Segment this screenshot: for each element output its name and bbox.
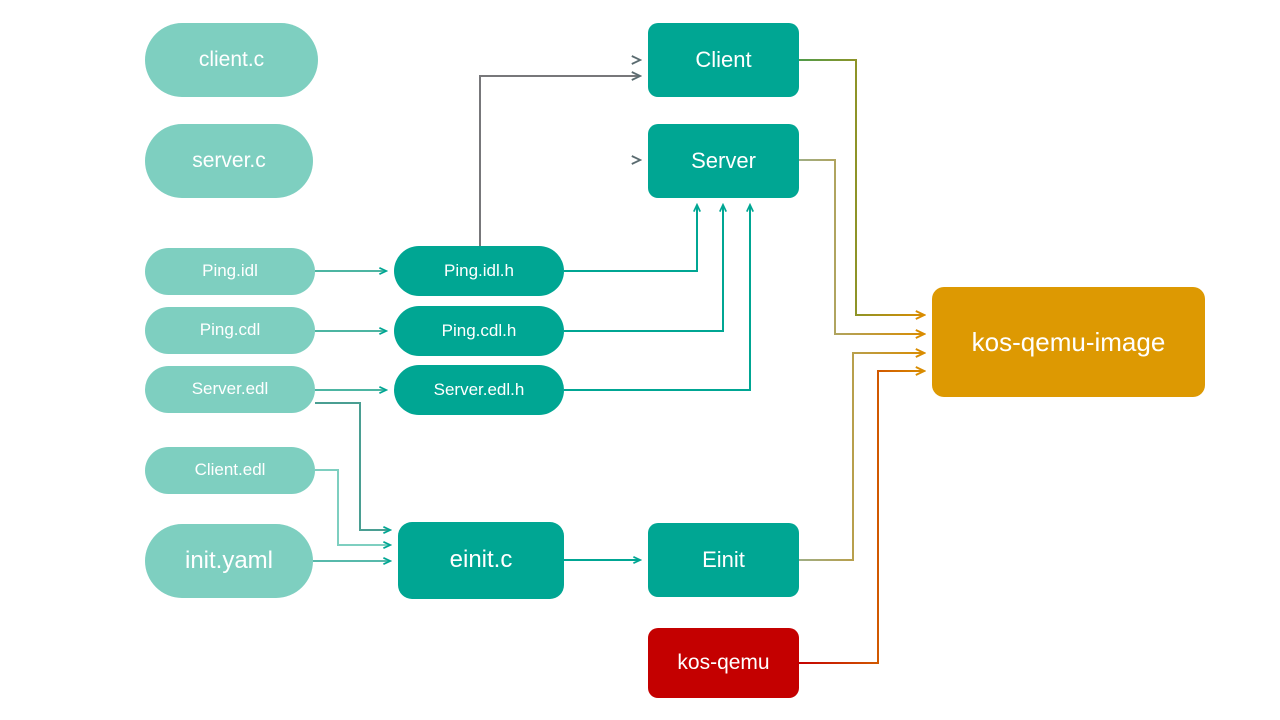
node-init-yaml[interactable]: init.yaml	[145, 524, 313, 598]
node-label: Einit	[702, 546, 745, 572]
node-server-edl-h[interactable]: Server.edl.h	[394, 365, 564, 415]
node-label: server.c	[192, 149, 266, 173]
edge-pingidlh-to-server	[564, 205, 697, 272]
node-label: Ping.cdl	[199, 320, 261, 340]
node-client[interactable]: Client	[648, 23, 799, 97]
node-server-edl[interactable]: Server.edl	[145, 366, 315, 413]
edge-kosqemu-to-image	[799, 371, 924, 664]
edge-einit-to-image	[799, 353, 924, 561]
node-client-c[interactable]: client.c	[145, 23, 318, 97]
edge-serveredl-to-einitc	[315, 402, 390, 530]
edge-pingidlh-to-client	[479, 76, 640, 246]
node-label: kos-qemu-image	[971, 326, 1166, 357]
node-einit-c[interactable]: einit.c	[398, 522, 564, 599]
node-label: Ping.cdl.h	[441, 320, 517, 340]
node-ping-idl[interactable]: Ping.idl	[145, 248, 315, 295]
node-label: Server.edl.h	[433, 379, 525, 399]
node-ping-cdl-h[interactable]: Ping.cdl.h	[394, 306, 564, 356]
node-kos-qemu[interactable]: kos-qemu	[648, 628, 799, 698]
edge-clientedl-to-einitc	[315, 469, 390, 545]
edge-client-to-image	[799, 59, 924, 315]
node-label: client.c	[198, 48, 265, 72]
node-ping-cdl[interactable]: Ping.cdl	[145, 307, 315, 354]
node-label: Ping.idl	[202, 261, 258, 281]
node-server[interactable]: Server	[648, 124, 799, 198]
node-label: Client	[695, 46, 752, 72]
node-einit[interactable]: Einit	[648, 523, 799, 597]
edge-pingcdlh-to-server	[564, 205, 723, 332]
node-label: Ping.idl.h	[444, 260, 514, 280]
node-label: einit.c	[449, 546, 513, 574]
node-kos-qemu-image[interactable]: kos-qemu-image	[932, 287, 1205, 397]
node-server-c[interactable]: server.c	[145, 124, 313, 198]
node-label: init.yaml	[184, 546, 274, 574]
node-label: Server	[691, 147, 756, 173]
edge-server-to-image	[799, 159, 924, 334]
node-label: Server.edl	[191, 379, 269, 399]
edge-serveredlh-to-server	[564, 205, 750, 391]
node-ping-idl-h[interactable]: Ping.idl.h	[394, 246, 564, 296]
node-label: kos-qemu	[677, 651, 770, 675]
node-label: Client.edl	[194, 460, 266, 480]
node-client-edl[interactable]: Client.edl	[145, 447, 315, 494]
